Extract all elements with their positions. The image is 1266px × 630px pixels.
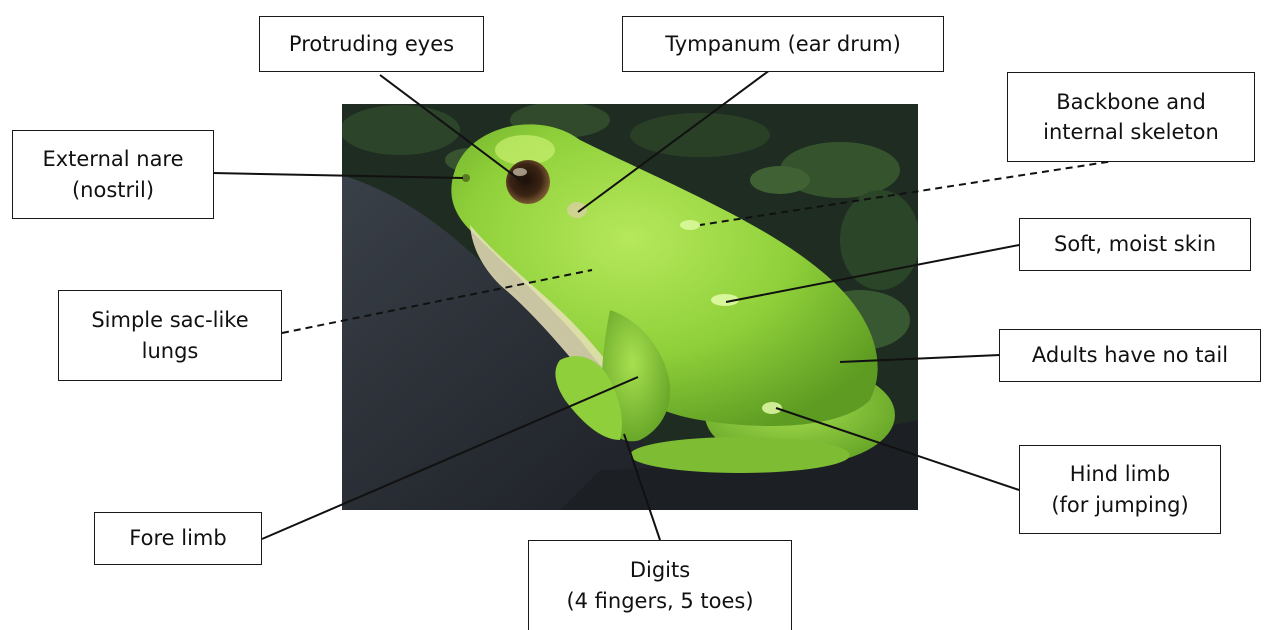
line-tympanum bbox=[578, 70, 770, 212]
line-fore-limb bbox=[262, 377, 638, 539]
label-tail: Adults have no tail bbox=[999, 329, 1261, 382]
label-skin: Soft, moist skin bbox=[1019, 218, 1251, 271]
line-protruding-eyes bbox=[380, 75, 520, 180]
label-external-nare: External nare (nostril) bbox=[12, 130, 214, 219]
line-digits bbox=[624, 434, 660, 540]
line-lungs bbox=[282, 270, 592, 333]
label-lungs: Simple sac-like lungs bbox=[58, 290, 282, 381]
label-backbone: Backbone and internal skeleton bbox=[1007, 72, 1255, 162]
label-fore-limb: Fore limb bbox=[94, 512, 262, 565]
line-skin bbox=[726, 245, 1019, 302]
label-digits: Digits (4 fingers, 5 toes) bbox=[528, 540, 792, 630]
line-external-nare bbox=[213, 173, 463, 178]
line-hind-limb bbox=[776, 408, 1019, 490]
line-tail bbox=[840, 355, 1000, 362]
label-hind-limb: Hind limb (for jumping) bbox=[1019, 445, 1221, 534]
label-protruding-eyes: Protruding eyes bbox=[259, 16, 484, 72]
label-tympanum: Tympanum (ear drum) bbox=[622, 16, 944, 72]
line-backbone bbox=[700, 160, 1120, 225]
